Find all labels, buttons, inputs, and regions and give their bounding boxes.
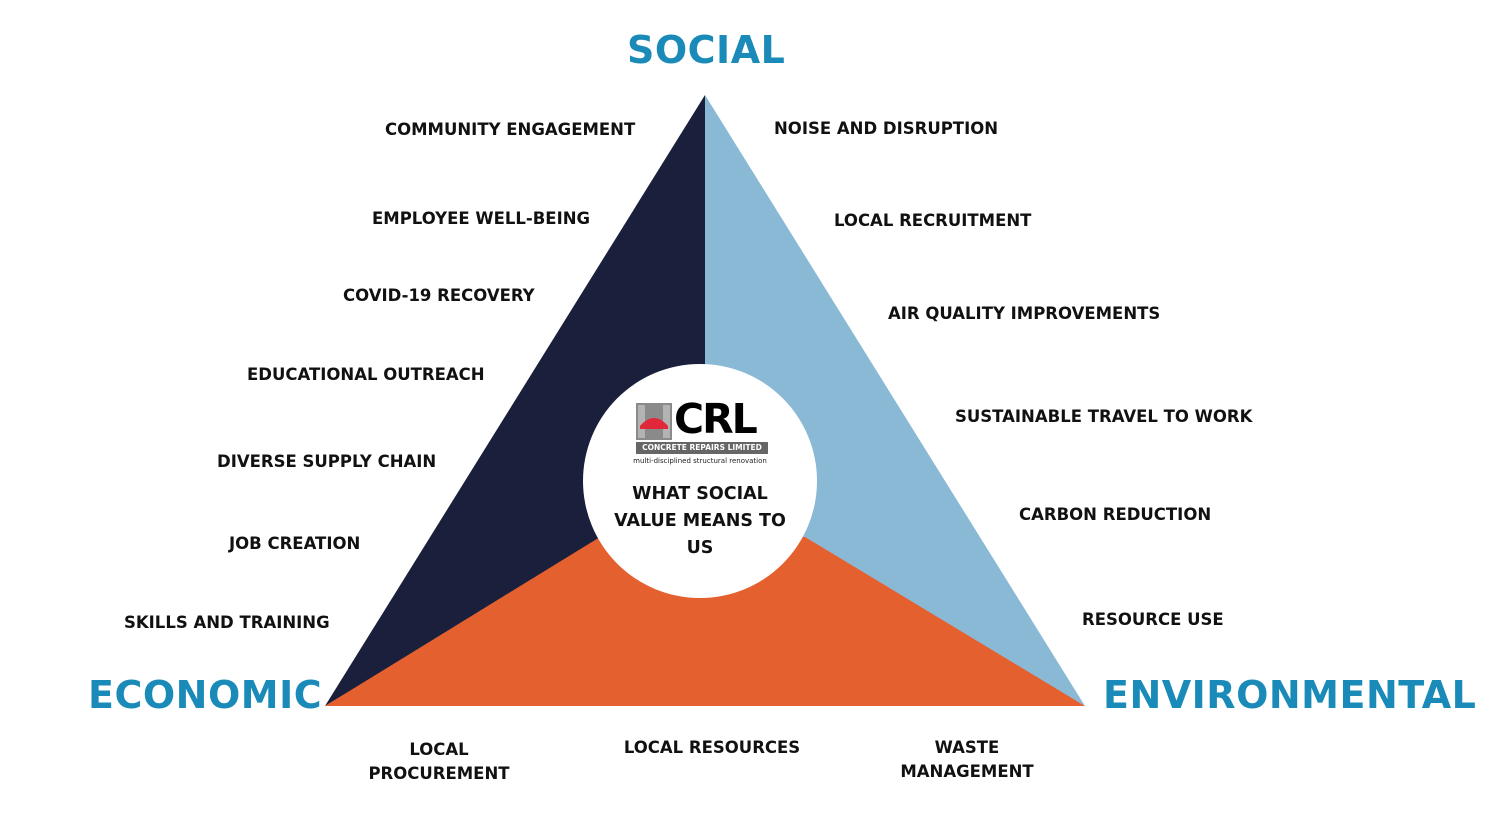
environmental-item: NOISE AND DISRUPTION [774, 119, 999, 138]
social-item: EMPLOYEE WELL-BEING [372, 209, 591, 228]
social-item: COMMUNITY ENGAGEMENT [385, 120, 636, 139]
social-item: COVID-19 RECOVERY [343, 286, 535, 305]
economic-item: LOCAL PROCUREMENT [368, 740, 510, 783]
social-item: EDUCATIONAL OUTREACH [247, 365, 485, 384]
crl-logo [636, 403, 768, 454]
heading-environmental: ENVIRONMENTAL [1103, 673, 1477, 717]
environmental-item: SUSTAINABLE TRAVEL TO WORK [955, 407, 1253, 426]
logo-wordmark: CRL [674, 395, 758, 443]
logo-company: CONCRETE REPAIRS LIMITED [642, 443, 762, 452]
environmental-item: CARBON REDUCTION [1019, 505, 1212, 524]
heading-social: SOCIAL [627, 28, 786, 72]
center-label: WHAT SOCIAL VALUE MEANS TO US [614, 484, 786, 558]
environmental-item: RESOURCE USE [1082, 610, 1224, 629]
economic-segment [325, 537, 1085, 706]
environmental-item: LOCAL RECRUITMENT [834, 211, 1032, 230]
environmental-segment [705, 95, 1085, 706]
environmental-item: AIR QUALITY IMPROVEMENTS [888, 304, 1161, 323]
economic-item: LOCAL RESOURCES [623, 738, 801, 757]
social-segment [325, 95, 705, 706]
social-item: DIVERSE SUPPLY CHAIN [217, 452, 437, 471]
social-item: JOB CREATION [229, 534, 361, 553]
logo-tagline: multi-disciplined structural renovation [633, 457, 767, 465]
social-item: SKILLS AND TRAINING [124, 613, 330, 632]
heading-economic: ECONOMIC [88, 673, 323, 717]
economic-item: WASTE MANAGEMENT [900, 738, 1034, 781]
